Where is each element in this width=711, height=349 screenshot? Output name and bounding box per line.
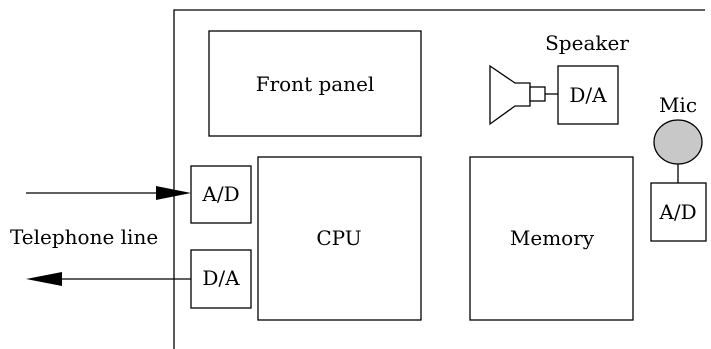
memory-label: Memory xyxy=(510,226,595,250)
outgoing-arrowhead xyxy=(26,272,62,286)
cpu-block xyxy=(257,156,422,321)
speaker-label: Speaker xyxy=(545,31,629,55)
mic-icon xyxy=(653,119,703,165)
line-adc-label: A/D xyxy=(201,182,239,206)
line-adc-block xyxy=(190,165,252,224)
cpu-label: CPU xyxy=(316,226,361,250)
front-panel-label: Front panel xyxy=(256,72,375,96)
device-enclosure xyxy=(173,9,705,349)
telephone-line-label: Telephone line xyxy=(10,225,158,249)
front-panel-block xyxy=(208,30,422,137)
line-dac-label: D/A xyxy=(202,266,240,290)
mic-label: Mic xyxy=(659,93,697,117)
incoming-arrowhead xyxy=(156,186,191,200)
speaker-icon xyxy=(489,64,531,126)
speaker-dac-block xyxy=(557,65,619,125)
speaker-connector xyxy=(529,86,546,102)
mic-adc-block xyxy=(650,182,707,242)
speaker-dac-label: D/A xyxy=(569,83,607,107)
mic-adc-label: A/D xyxy=(658,200,696,224)
memory-block xyxy=(469,156,634,321)
